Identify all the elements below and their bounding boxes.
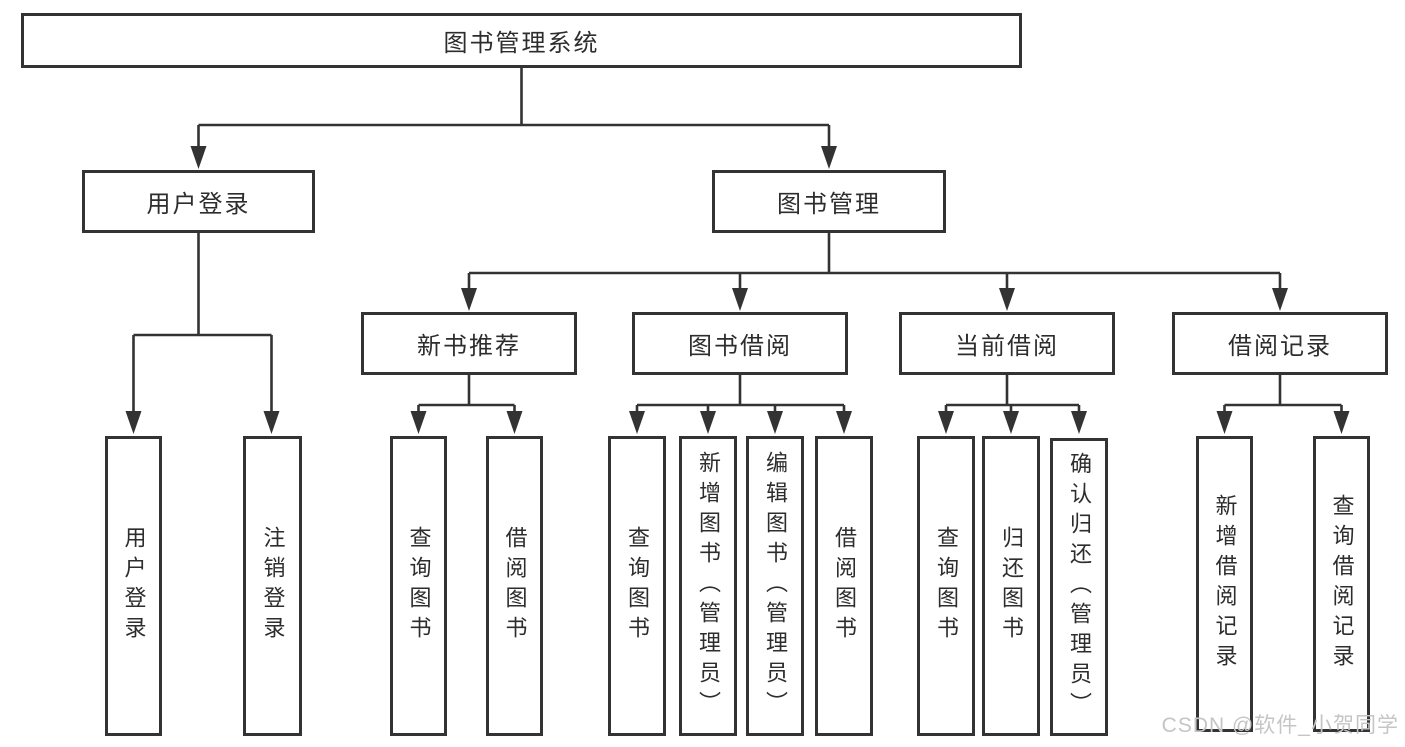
- leaf-borrowing-edit-books-admin: 编辑图书（管理员）: [746, 436, 804, 736]
- node-label: 新书推荐: [417, 333, 521, 360]
- node-label: 用户登录: [146, 191, 251, 218]
- node-book-borrowing: 图书借阅: [632, 312, 848, 375]
- node-new-book-recommendation: 新书推荐: [361, 312, 577, 375]
- leaf-borrowing-borrow-books: 借阅图书: [815, 436, 873, 736]
- node-label: 确认归还（管理员）: [1067, 452, 1092, 722]
- node-label: 当前借阅: [955, 333, 1059, 360]
- node-label: 图书管理系统: [443, 30, 600, 57]
- node-label: 借阅图书: [832, 526, 857, 646]
- node-label: 查询图书: [934, 526, 959, 646]
- node-label: 新增借阅记录: [1212, 494, 1238, 674]
- leaf-records-query-record: 查询借阅记录: [1313, 436, 1370, 732]
- leaf-records-add-record: 新增借阅记录: [1196, 436, 1253, 732]
- csdn-watermark: CSDN @软件_小贺同学: [1161, 714, 1399, 737]
- node-current-borrowing: 当前借阅: [899, 312, 1115, 375]
- node-label: 查询借阅记录: [1329, 494, 1355, 674]
- node-label: 图书管理: [777, 191, 881, 218]
- node-label: 查询图书: [625, 526, 650, 646]
- node-book-management: 图书管理: [712, 170, 946, 233]
- node-library-management-system: 图书管理系统: [21, 13, 1022, 68]
- node-label: 注销登录: [260, 526, 286, 646]
- node-label: 图书借阅: [688, 333, 792, 360]
- node-label: 新增图书（管理员）: [696, 451, 721, 721]
- leaf-current-confirm-return-admin: 确认归还（管理员）: [1050, 438, 1108, 736]
- node-borrowing-records: 借阅记录: [1172, 312, 1388, 375]
- leaf-recommend-borrow-books: 借阅图书: [486, 436, 543, 736]
- leaf-recommend-query-books: 查询图书: [390, 436, 447, 736]
- node-label: 用户登录: [121, 526, 147, 646]
- leaf-logout: 注销登录: [243, 436, 302, 736]
- node-label: 借阅图书: [502, 526, 528, 646]
- node-user-login: 用户登录: [82, 170, 315, 233]
- leaf-current-query-books: 查询图书: [917, 436, 975, 736]
- node-label: 借阅记录: [1228, 333, 1332, 360]
- node-label: 编辑图书（管理员）: [763, 451, 788, 721]
- node-label: 查询图书: [406, 526, 432, 646]
- node-label: 归还图书: [999, 526, 1024, 646]
- leaf-current-return-books: 归还图书: [982, 436, 1040, 736]
- leaf-borrowing-query-books: 查询图书: [608, 436, 666, 736]
- leaf-borrowing-add-books-admin: 新增图书（管理员）: [679, 436, 737, 736]
- leaf-user-login: 用户登录: [105, 436, 162, 736]
